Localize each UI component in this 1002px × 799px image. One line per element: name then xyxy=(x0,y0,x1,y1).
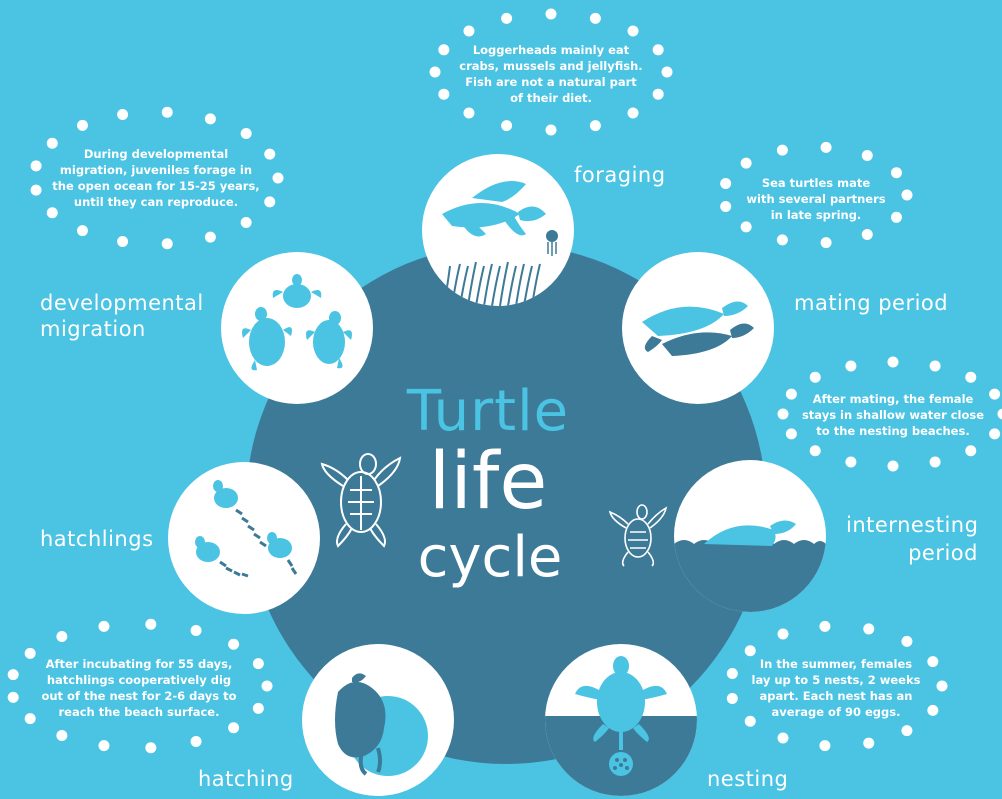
center-turtle-outline-icon xyxy=(320,453,402,548)
hatchlings-circle xyxy=(168,462,320,614)
label-internesting-line2: period xyxy=(908,541,978,565)
nesting-circle xyxy=(545,644,697,796)
small-turtle-outline-icon xyxy=(608,504,668,567)
turtle-in-water-icon xyxy=(674,520,826,612)
label-developmental-line2: migration xyxy=(40,317,146,341)
nesting-turtle-icon xyxy=(545,656,697,796)
label-foraging: foraging xyxy=(574,163,666,187)
turtle-eating-jellyfish-icon xyxy=(442,181,558,306)
info-hatching: After incubating for 55 days,hatchlings … xyxy=(41,657,237,719)
label-mating-period: mating period xyxy=(794,291,949,315)
title-life: life xyxy=(428,437,548,527)
title-cycle: cycle xyxy=(417,525,563,590)
label-hatching: hatching xyxy=(198,767,294,791)
label-nesting: nesting xyxy=(707,767,789,791)
title-turtle: Turtle xyxy=(406,379,570,444)
label-developmental-line1: developmental xyxy=(40,291,204,315)
mating-turtles-icon xyxy=(642,301,754,356)
juvenile-turtles-icon xyxy=(242,274,352,371)
label-hatchlings: hatchlings xyxy=(40,527,154,551)
hatching-egg-icon xyxy=(335,673,428,776)
internesting-circle xyxy=(674,460,826,612)
developmental-circle xyxy=(221,252,373,404)
label-internesting-line1: internesting xyxy=(846,513,979,537)
foraging-circle xyxy=(422,154,574,306)
hatchlings-icon xyxy=(195,480,298,578)
hatching-circle xyxy=(302,644,454,796)
mating-circle xyxy=(622,252,774,404)
